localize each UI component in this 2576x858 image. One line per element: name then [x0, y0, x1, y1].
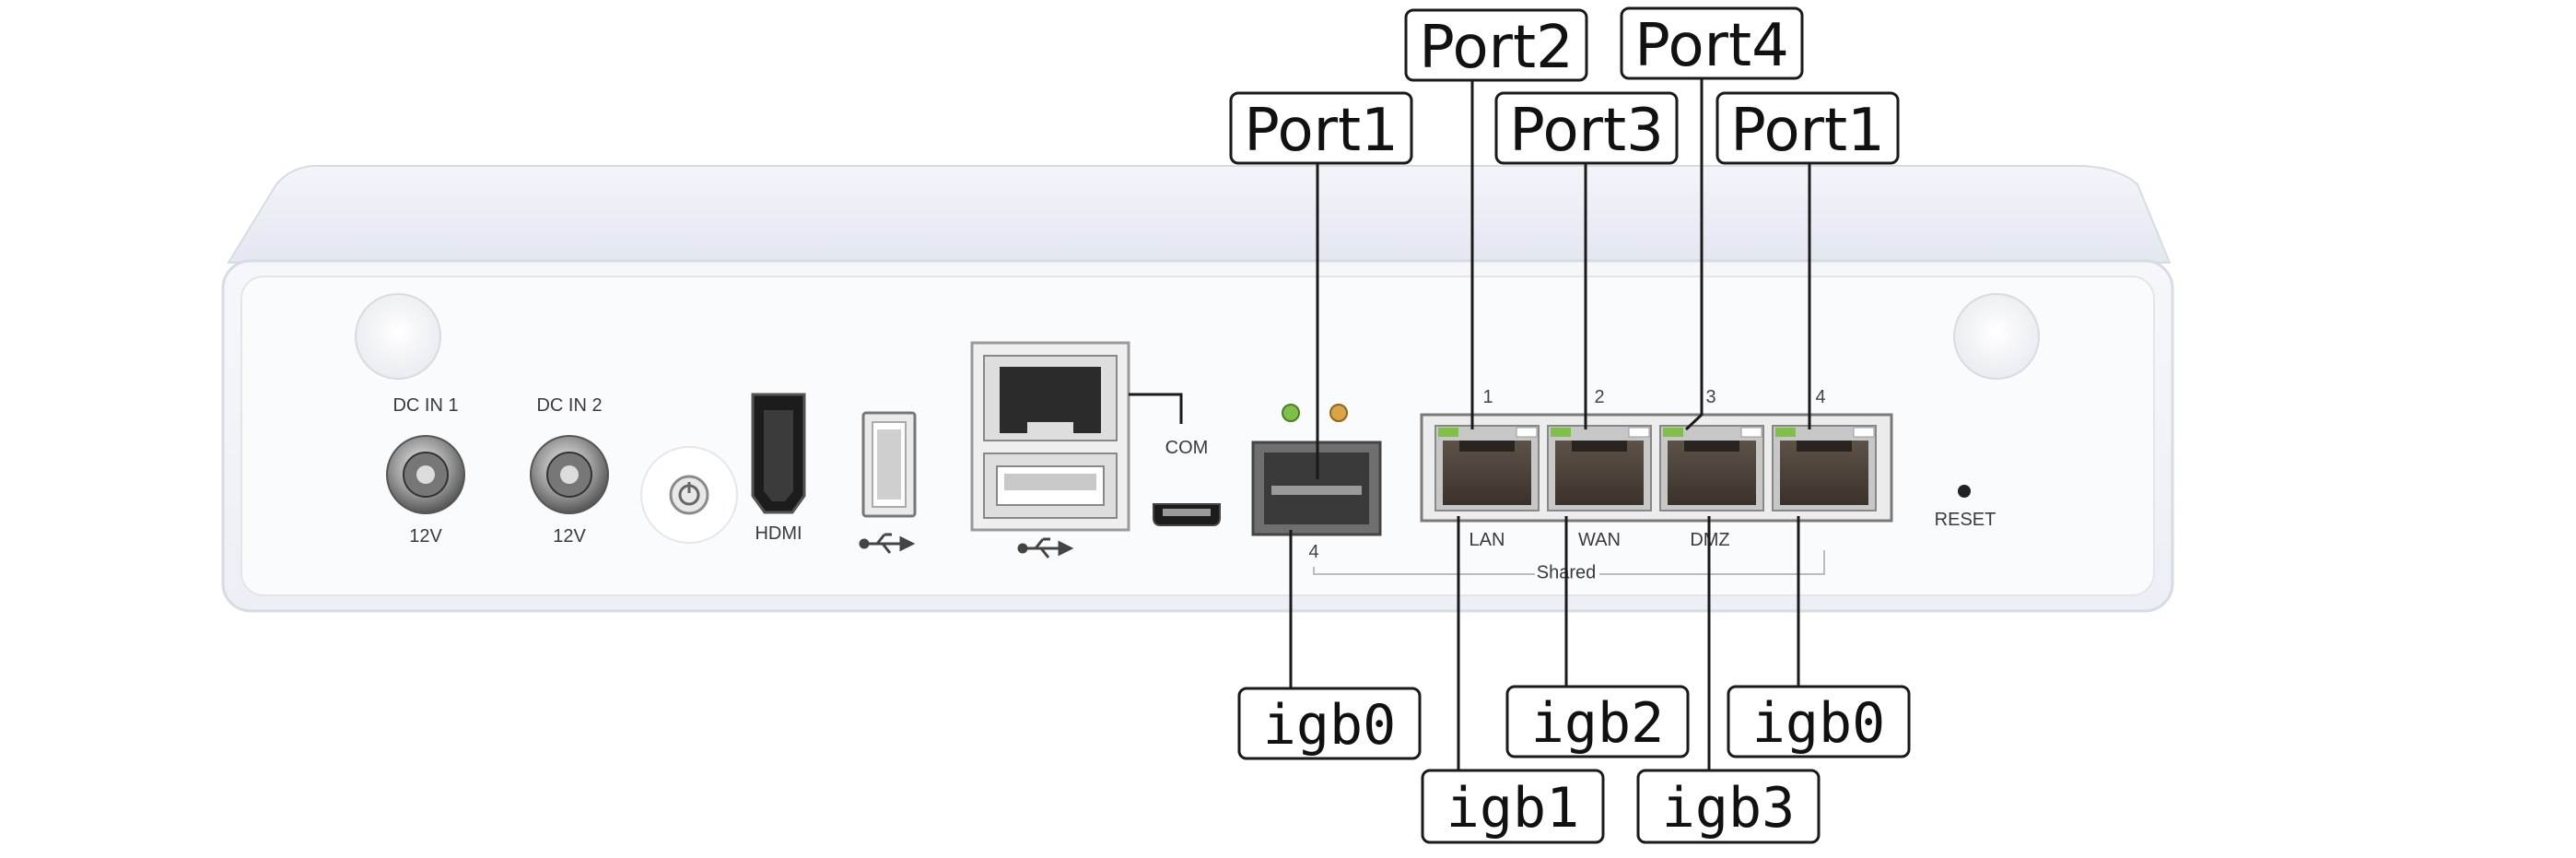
callout-label: Port3: [1509, 97, 1664, 165]
reset-label: RESET: [1935, 510, 1996, 530]
callout-top-port1-rj: Port1: [1715, 91, 1900, 165]
callout-label: Port1: [1244, 97, 1399, 165]
port-number-3: 3: [1705, 387, 1715, 407]
leader-top-port4: [1684, 79, 1704, 431]
port-number-4: 4: [1815, 387, 1825, 407]
callout-top-port3: Port3: [1494, 91, 1679, 165]
hdmi-label: HDMI: [755, 523, 802, 544]
callout-bot-igb2: igb2: [1505, 685, 1690, 758]
callout-top-port2: Port2: [1404, 8, 1588, 82]
port-number-2: 2: [1594, 387, 1604, 407]
shared-bracket-right: [1599, 550, 1825, 575]
callout-label: igb1: [1446, 776, 1580, 840]
callout-bot-igb1: igb1: [1421, 769, 1605, 844]
left-foot-icon: [355, 293, 441, 380]
dc-in-1-connector: DC IN 1 12V: [386, 395, 465, 547]
usb-symbol-2-icon: [1017, 537, 1074, 558]
console-usb-block: [970, 341, 1183, 558]
callout-top-port1-sfp: Port1: [1229, 91, 1413, 165]
ethernet-port-block: 1 2 3 4: [1313, 387, 1893, 582]
rj45-port-2: [1547, 425, 1652, 511]
chassis-top-face: [227, 165, 2172, 264]
callout-top-port4: Port4: [1620, 6, 1804, 80]
callout-bot-igb0-rj: igb0: [1727, 685, 1911, 758]
callout-bot-igb3: igb3: [1636, 769, 1821, 844]
callout-label: Port4: [1634, 12, 1789, 80]
sfp-led-green-icon: [1282, 404, 1300, 422]
dc-in-2-label: DC IN 2: [536, 395, 602, 416]
callout-label: Port2: [1419, 14, 1574, 82]
callout-bot-igb0-sfp: igb0: [1237, 687, 1422, 760]
rj45-port-4: [1772, 425, 1877, 511]
callout-label: igb2: [1531, 691, 1665, 756]
com-port: COM: [1153, 438, 1221, 526]
dc-in-1-label: DC IN 1: [392, 395, 458, 416]
callout-label: igb3: [1662, 776, 1796, 840]
rj45-port-1: [1434, 425, 1540, 511]
rj45-port-3: [1659, 425, 1764, 511]
hdmi-port: HDMI: [751, 393, 806, 544]
port-number-1: 1: [1482, 387, 1493, 407]
com-label: COM: [1165, 438, 1209, 458]
port-role-lan: LAN: [1469, 530, 1505, 550]
sfp-number: 4: [1308, 542, 1318, 562]
sfp-led-orange-icon: [1329, 404, 1348, 422]
device-chassis: [221, 165, 2174, 613]
usb-port-vertical: [859, 411, 917, 554]
callout-label: igb0: [1263, 693, 1397, 758]
dc-voltage-2-label: 12V: [553, 526, 586, 547]
dc-in-2-connector: DC IN 2 12V: [530, 395, 609, 547]
power-button[interactable]: [640, 446, 738, 544]
right-foot-icon: [1953, 293, 2040, 380]
callout-label: Port1: [1730, 97, 1885, 165]
leader-lines: [1289, 79, 1811, 770]
shared-bracket: [1313, 567, 1535, 575]
dc-voltage-1-label: 12V: [409, 526, 442, 547]
reset-button[interactable]: RESET: [1935, 485, 1996, 530]
port-role-wan: WAN: [1578, 530, 1621, 550]
usb-symbol-icon: [859, 533, 916, 554]
callout-label: igb0: [1752, 691, 1886, 756]
